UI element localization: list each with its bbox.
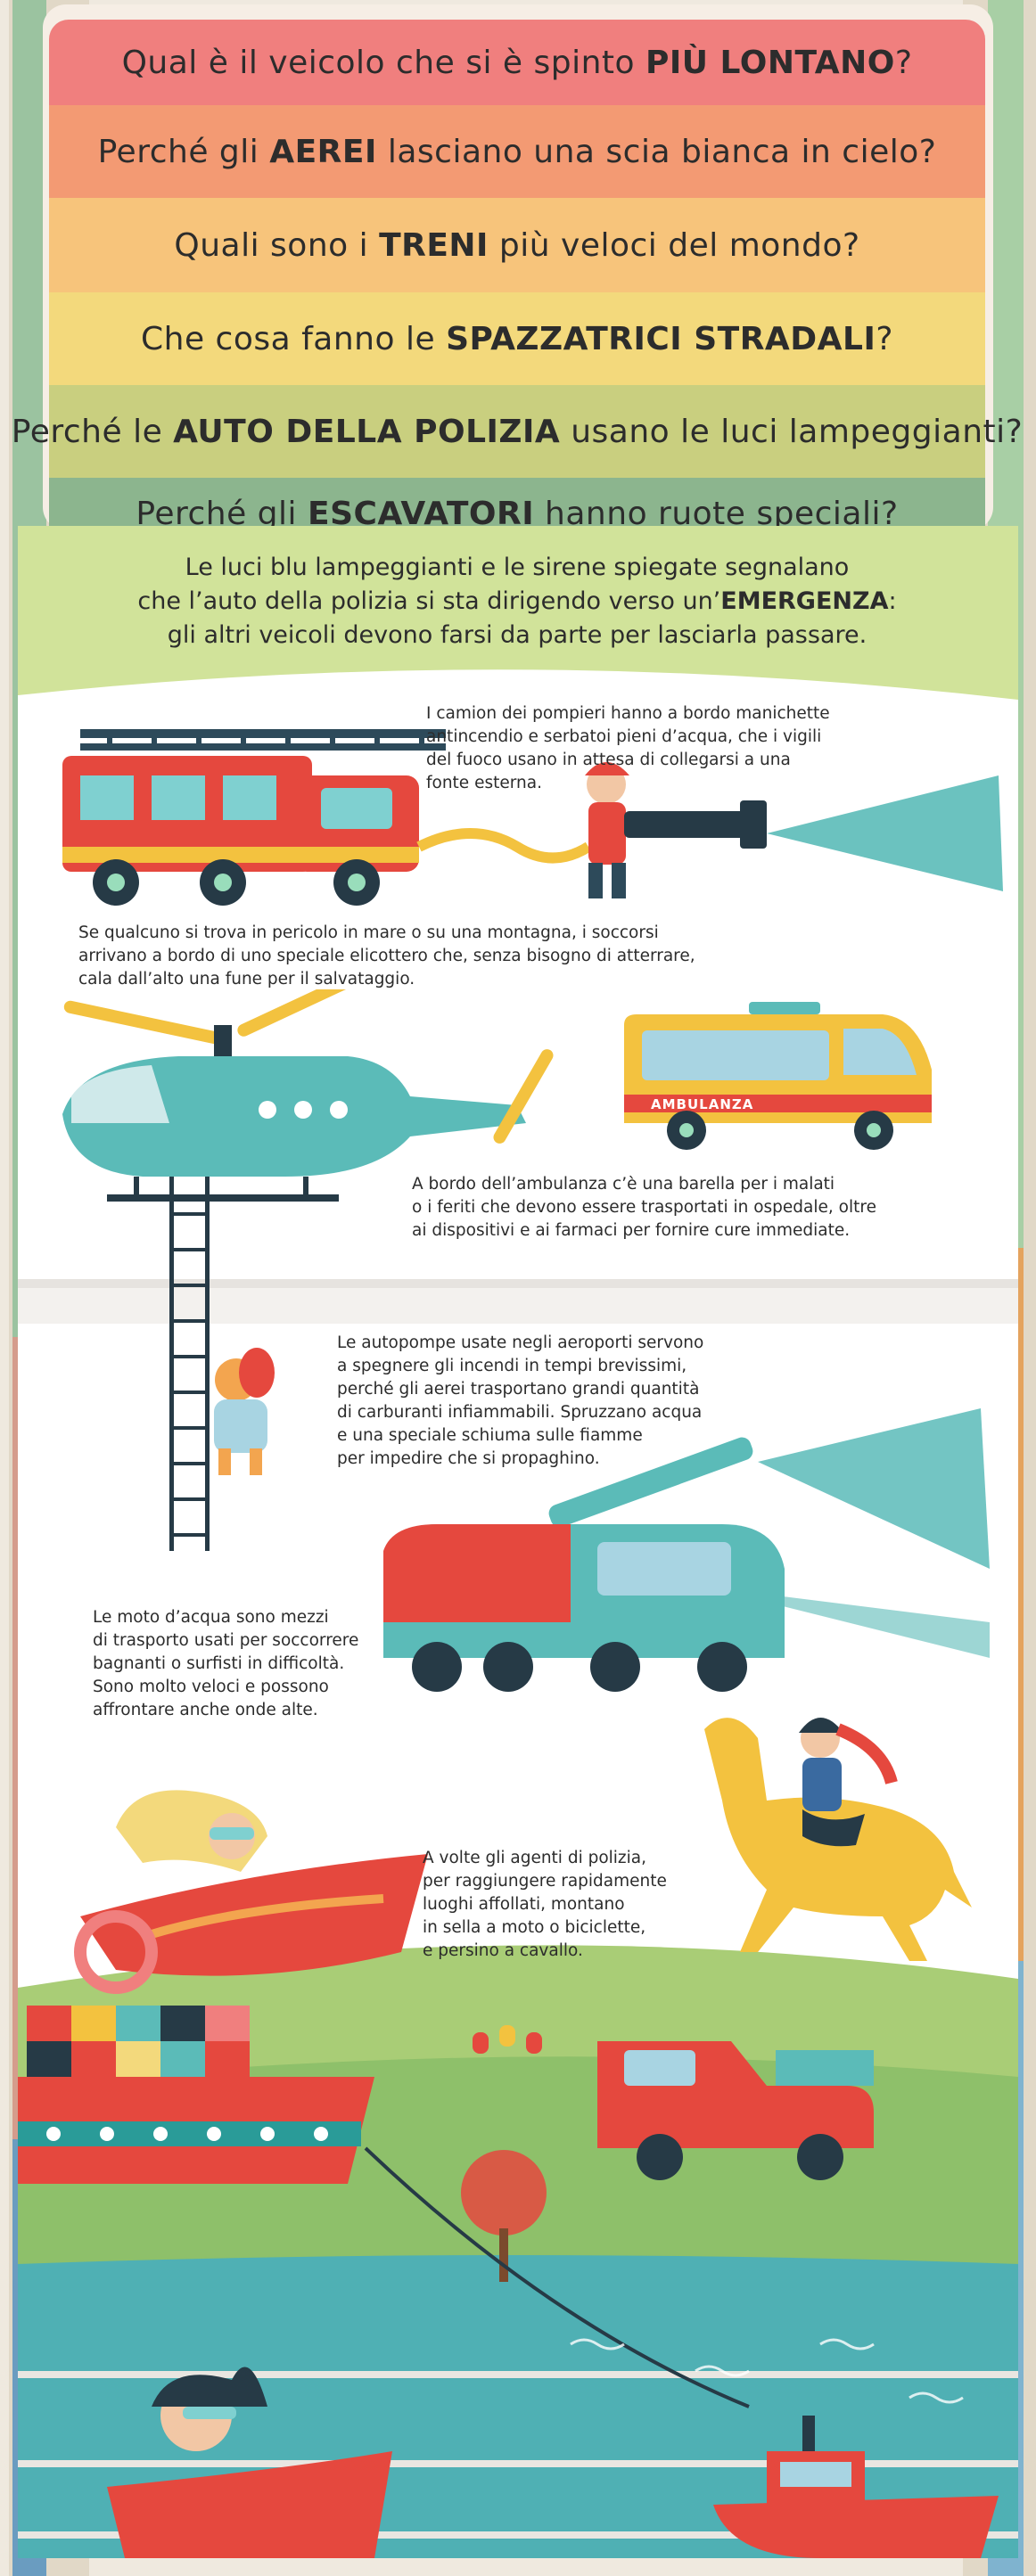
helicopter-paragraph: Se qualcuno si trova in pericolo in mare…: [78, 923, 695, 989]
headline-line-1: Le luci blu lampeggianti e le sirene spi…: [185, 554, 850, 581]
question-tab-6[interactable]: Perché gli ESCAVATORI hanno ruote specia…: [49, 478, 985, 531]
police-paragraph: A volte gli agenti di polizia, per raggi…: [423, 1849, 667, 1960]
helicopter-illustration: [62, 989, 554, 1551]
question-text: Perché gli AEREI lasciano una scia bianc…: [97, 133, 937, 170]
question-text: Perché le AUTO DELLA POLIZIA usano le lu…: [11, 413, 1024, 450]
page-headline: Le luci blu lampeggianti e le sirene spi…: [53, 551, 981, 652]
fire-truck-illustration: [62, 729, 767, 906]
fire-truck-paragraph: I camion dei pompieri hanno a bordo mani…: [426, 704, 830, 792]
question-tab-2[interactable]: Perché gli AEREI lasciano una scia bianc…: [49, 105, 985, 198]
headline-line-2: che l’auto della polizia si sta dirigend…: [137, 587, 897, 615]
jetski-illustration: [74, 1790, 428, 1994]
airport-truck-paragraph: Le autopompe usate negli aeroporti servo…: [337, 1333, 704, 1468]
question-tab-5[interactable]: Perché le AUTO DELLA POLIZIA usano le lu…: [12, 385, 1023, 478]
question-tab-3[interactable]: Quali sono i TRENI più veloci del mondo?: [49, 198, 985, 292]
question-tab-4[interactable]: Che cosa fanno le SPAZZATRICI STRADALI?: [49, 292, 985, 385]
ambulance-paragraph: A bordo dell’ambulanza c’è una barella p…: [412, 1175, 876, 1240]
question-text: Quali sono i TRENI più veloci del mondo?: [174, 226, 860, 264]
question-tab-1[interactable]: Qual è il veicolo che si è spinto PIÙ LO…: [49, 20, 985, 105]
headline-line-3: gli altri veicoli devono farsi da parte …: [167, 621, 867, 649]
question-text: Perché gli ESCAVATORI hanno ruote specia…: [136, 496, 899, 531]
question-text: Che cosa fanno le SPAZZATRICI STRADALI?: [141, 320, 893, 357]
airport-fire-truck-illustration: [383, 1408, 990, 1692]
question-text: Qual è il veicolo che si è spinto PIÙ LO…: [121, 44, 913, 81]
jetski-paragraph: Le moto d’acqua sono mezzi di trasporto …: [93, 1608, 359, 1719]
harbour-scene-illustration: [18, 2006, 999, 2558]
ambulance-label: AMBULANZA: [651, 1096, 753, 1112]
police-horse-illustration: [704, 1718, 972, 1961]
ambulance-illustration: AMBULANZA: [624, 1002, 932, 1150]
